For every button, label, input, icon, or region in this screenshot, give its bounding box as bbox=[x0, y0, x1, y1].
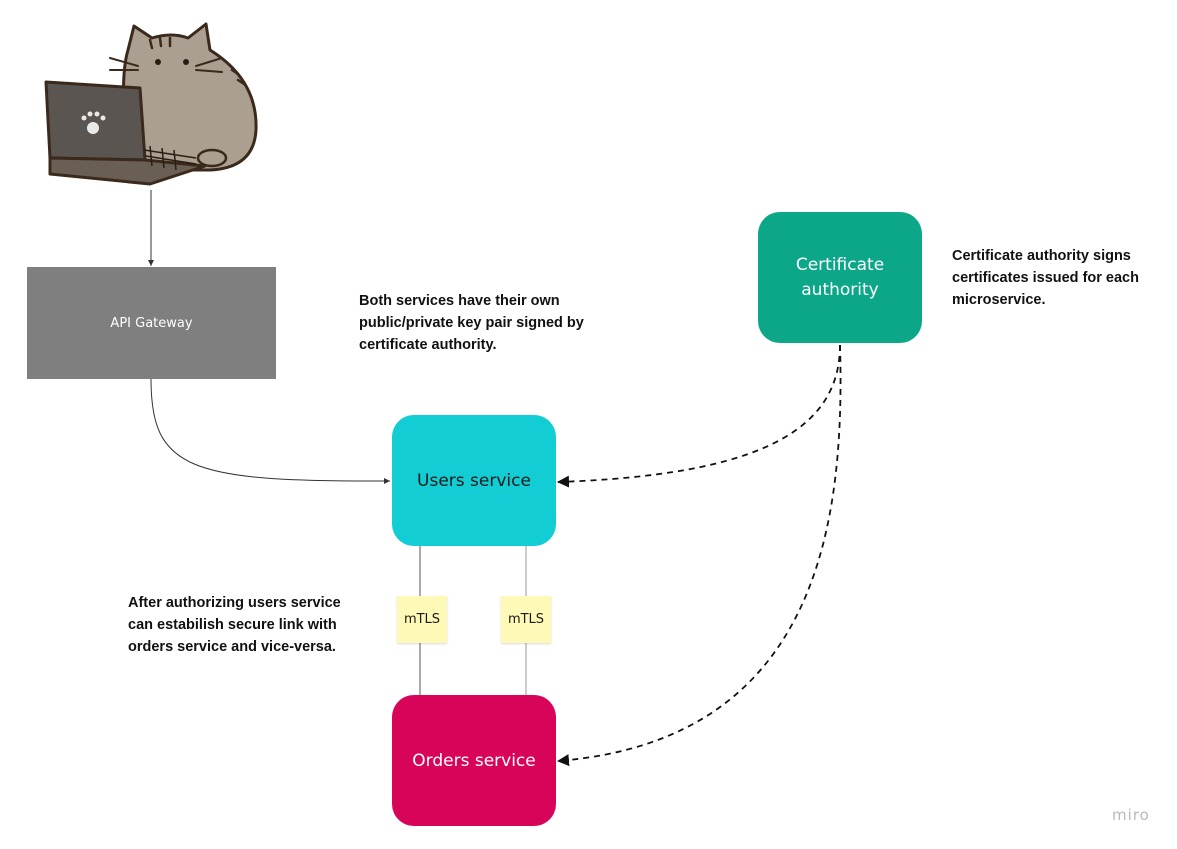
mtls-sticky-label: mTLS bbox=[403, 612, 441, 627]
mtls-annotation: After authorizing users service can esta… bbox=[128, 595, 341, 655]
mtls-sticky-note[interactable]: mTLS bbox=[501, 596, 551, 643]
api-gateway-box[interactable]: API Gateway bbox=[27, 267, 276, 379]
connector-ca-to-orders bbox=[557, 344, 842, 767]
miro-watermark: miro bbox=[1112, 806, 1150, 824]
certificate-authority-label: Certificate authority bbox=[795, 254, 885, 300]
mtls-sticky-label: mTLS bbox=[507, 612, 545, 627]
users-service-box[interactable]: Users service bbox=[392, 415, 556, 546]
mtls-sticky-note[interactable]: mTLS bbox=[397, 596, 447, 643]
ca-annotation: Certificate authority signs certificates… bbox=[952, 248, 1139, 308]
orders-service-label: Orders service bbox=[412, 750, 536, 771]
key-pair-annotation: Both services have their own public/priv… bbox=[359, 293, 584, 353]
certificate-authority-box[interactable]: Certificate authority bbox=[758, 212, 922, 343]
cat-with-laptop-icon bbox=[44, 22, 258, 186]
users-service-label: Users service bbox=[417, 470, 531, 491]
connector-ca-to-users bbox=[557, 344, 841, 488]
connector-gateway-to-users bbox=[150, 378, 391, 485]
orders-service-box[interactable]: Orders service bbox=[392, 695, 556, 826]
api-gateway-label: API Gateway bbox=[110, 315, 193, 331]
